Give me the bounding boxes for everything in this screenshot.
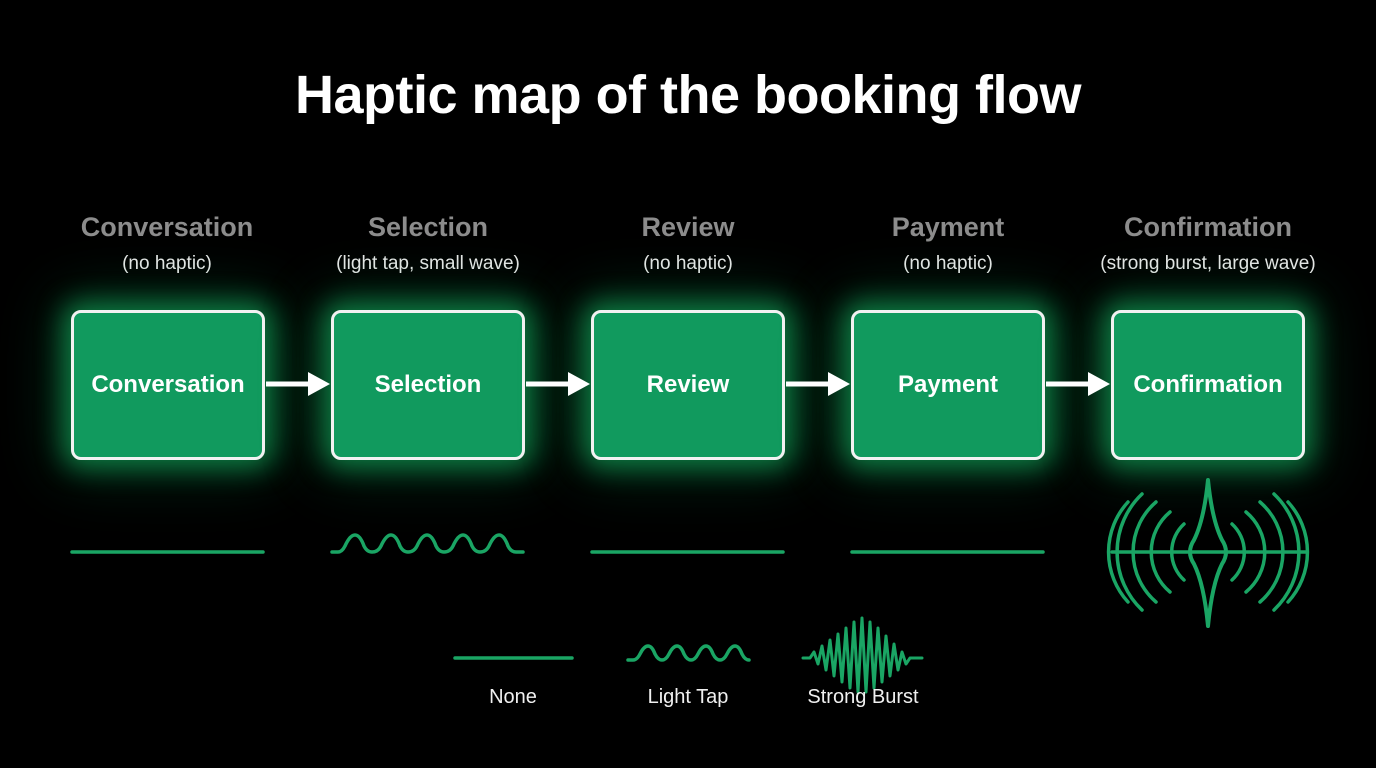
arrow-icon xyxy=(526,372,590,396)
legend-label-light-tap: Light Tap xyxy=(647,686,729,708)
stage-note: (no haptic) xyxy=(643,253,733,274)
strong-burst-icon xyxy=(1106,478,1310,628)
arrow-icon xyxy=(786,372,850,396)
stage-name: Payment xyxy=(891,212,1005,242)
arrow-icon xyxy=(266,372,330,396)
stage-header-review: Review (no haptic) xyxy=(558,208,818,282)
flow-arrows xyxy=(266,372,1110,396)
stage-box-payment: Payment xyxy=(851,310,1045,460)
legend-label-none: None xyxy=(489,686,537,708)
legend-strong-burst-icon xyxy=(801,616,924,694)
legend-label-strong-burst: Strong Burst xyxy=(807,686,919,708)
stage-box-selection: Selection xyxy=(331,310,525,460)
stage-box-confirmation: Confirmation xyxy=(1111,310,1305,460)
stage-box-review: Review xyxy=(591,310,785,460)
stage-note: (no haptic) xyxy=(122,253,212,274)
stage-header-confirmation: Confirmation (strong burst, large wave) xyxy=(1078,208,1338,282)
stage-header-conversation: Conversation (no haptic) xyxy=(37,208,297,282)
stage-note: (no haptic) xyxy=(903,253,993,274)
stage-note: (strong burst, large wave) xyxy=(1100,253,1316,274)
stage-box-conversation: Conversation xyxy=(71,310,265,460)
arrow-icon xyxy=(1046,372,1110,396)
small-wave-icon xyxy=(330,533,525,554)
legend-light-tap-icon xyxy=(626,644,751,662)
stage-name: Selection xyxy=(367,212,489,242)
stage-name: Confirmation xyxy=(1124,212,1292,242)
stage-header-selection: Selection (light tap, small wave) xyxy=(298,208,558,282)
stage-name: Conversation xyxy=(80,212,254,242)
diagram-title: Haptic map of the booking flow xyxy=(295,65,1081,125)
stage-name: Review xyxy=(641,212,735,242)
stage-header-payment: Payment (no haptic) xyxy=(818,208,1078,282)
stage-note: (light tap, small wave) xyxy=(336,253,520,274)
